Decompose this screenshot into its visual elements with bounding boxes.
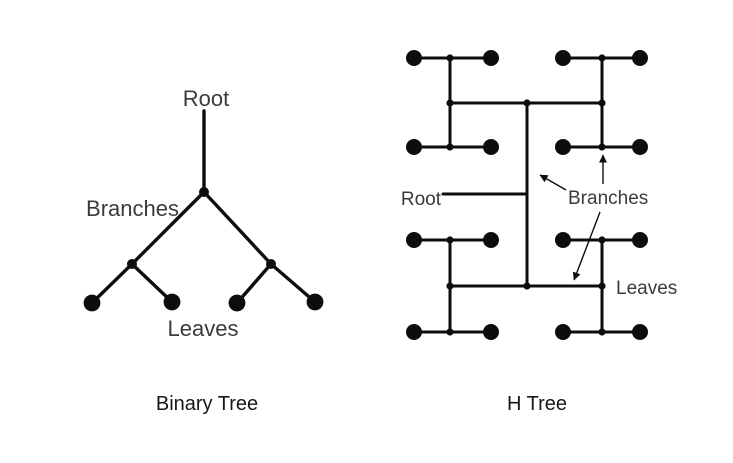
binary-root-label: Root [183, 86, 229, 111]
binary-tree-edge [130, 262, 174, 304]
binary-tree-junction-node [199, 187, 209, 197]
h-tree-leaf-node [632, 232, 648, 248]
binary-tree-edges [90, 109, 317, 305]
h-tree-junction-dots [446, 54, 606, 336]
h-tree-leaf-node [483, 139, 499, 155]
binary-tree-leaf-node [306, 293, 324, 311]
binary-tree-edge [90, 262, 134, 305]
binary-tree-diagram: Root Branches Leaves Binary Tree [83, 86, 324, 415]
h-tree-leaves-label: Leaves [616, 278, 677, 299]
h-tree-leaf-node [632, 324, 648, 340]
binary-tree-junction-dots [127, 187, 276, 269]
h-tree-junction-node [598, 143, 606, 151]
h-tree-junction-node [446, 282, 454, 290]
h-tree-junction-node [446, 99, 454, 107]
h-tree-junction-node [598, 236, 606, 244]
binary-tree-leaf-node [83, 294, 101, 312]
h-tree-leaf-node [483, 232, 499, 248]
h-tree-annotation-arrows [539, 154, 607, 281]
h-tree-leaf-node [555, 232, 571, 248]
binary-tree-edge [235, 262, 273, 305]
binary-tree-edge [130, 190, 206, 266]
h-tree-diagram: Root Branches Leaves H Tree [401, 50, 677, 415]
h-tree-junction-node [523, 99, 531, 107]
binary-tree-caption: Binary Tree [156, 393, 258, 415]
binary-tree-edge [202, 190, 273, 266]
h-tree-leaf-node [632, 139, 648, 155]
h-tree-leaf-node [406, 139, 422, 155]
binary-tree-leaf-dots [83, 293, 324, 312]
h-tree-leaf-dots [406, 50, 648, 340]
h-tree-leaf-node [555, 139, 571, 155]
h-tree-junction-node [446, 143, 454, 151]
h-tree-root-label: Root [401, 189, 442, 210]
h-tree-leaf-node [632, 50, 648, 66]
binary-tree-junction-node [266, 259, 276, 269]
h-tree-junction-node [446, 328, 454, 336]
binary-tree-junction-node [127, 259, 137, 269]
h-tree-junction-node [598, 99, 606, 107]
h-tree-annotation-arrow [539, 174, 567, 191]
binary-branches-label: Branches [86, 196, 179, 221]
h-tree-annotation-arrow [572, 211, 601, 281]
h-tree-branches-label: Branches [568, 188, 648, 209]
binary-tree-leaf-node [228, 294, 246, 312]
binary-tree-leaf-node [163, 293, 181, 311]
h-tree-leaf-node [406, 50, 422, 66]
binary-tree-edge [269, 262, 317, 304]
h-tree-leaf-node [483, 324, 499, 340]
h-tree-leaf-node [483, 50, 499, 66]
h-tree-junction-node [446, 236, 454, 244]
h-tree-leaf-node [555, 50, 571, 66]
h-tree-junction-node [598, 282, 606, 290]
h-tree-leaf-node [406, 232, 422, 248]
h-tree-caption: H Tree [507, 393, 567, 415]
h-tree-junction-node [598, 54, 606, 62]
h-tree-leaf-node [555, 324, 571, 340]
binary-leaves-label: Leaves [168, 316, 239, 341]
h-tree-junction-node [598, 328, 606, 336]
h-tree-leaf-node [406, 324, 422, 340]
h-tree-junction-node [523, 282, 531, 290]
h-tree-junction-node [446, 54, 454, 62]
